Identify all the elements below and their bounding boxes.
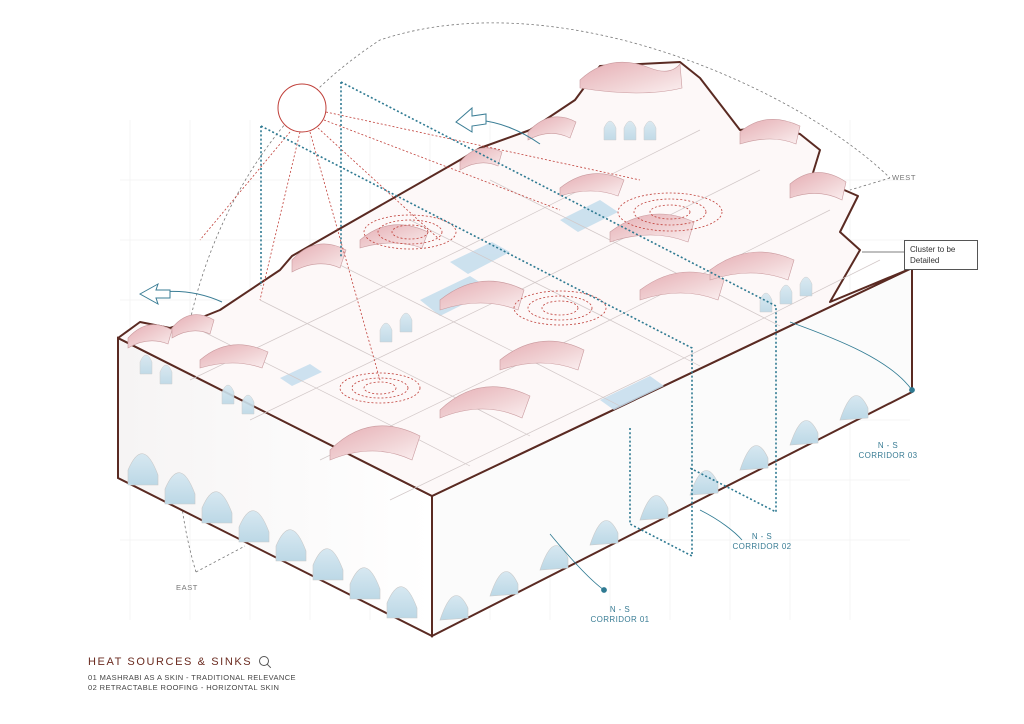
legend: Heat Sources & Sinks 01 MASHRABI AS A SK… [88,655,296,692]
corridor-02-label: N - S CORRIDOR 02 [722,532,802,552]
east-pointer-line [195,545,246,573]
inner-arches [139,120,813,415]
west-pointer-line [849,177,891,191]
corridor-planes [260,81,777,558]
legend-item-1: 01 MASHRABI AS A SKIN - TRADITIONAL RELE… [88,673,296,682]
inner-walls [189,129,881,501]
legend-title-row: Heat Sources & Sinks [88,655,296,669]
corridor-02-line-2: CORRIDOR 02 [732,542,792,551]
corridor-leaders [549,321,915,593]
east-label: EAST [176,583,198,592]
cluster-callout: Cluster to be Detailed [904,240,978,270]
legend-title: Heat Sources & Sinks [88,656,253,668]
corridor-01-line-1: N - S [609,605,631,614]
sun-rays [199,111,641,381]
sun-circle-icon [277,83,327,133]
magnifier-icon [259,656,272,669]
corridor-03-line-2: CORRIDOR 03 [858,451,918,460]
corridor-01-line-2: CORRIDOR 01 [590,615,650,624]
corridor-02-line-1: N - S [751,532,773,541]
legend-item-2: 02 RETRACTABLE ROOFING - HORIZONTAL SKIN [88,682,280,692]
left-face-arches [127,453,418,619]
corridor-03-line-1: N - S [877,441,899,450]
right-face-arches [439,395,869,621]
corridor-03-label: N - S CORRIDOR 03 [848,441,928,461]
heat-rings [339,192,723,404]
vaulted-roofs [127,61,847,461]
callout-line-2: Detailed [910,256,940,265]
corridor-01-label: N - S CORRIDOR 01 [580,605,660,625]
callout-line-1: Cluster to be [910,245,956,254]
building-top-outline [117,61,913,497]
airflow-arrow-icon [138,106,541,306]
west-label: WEST [892,173,917,182]
